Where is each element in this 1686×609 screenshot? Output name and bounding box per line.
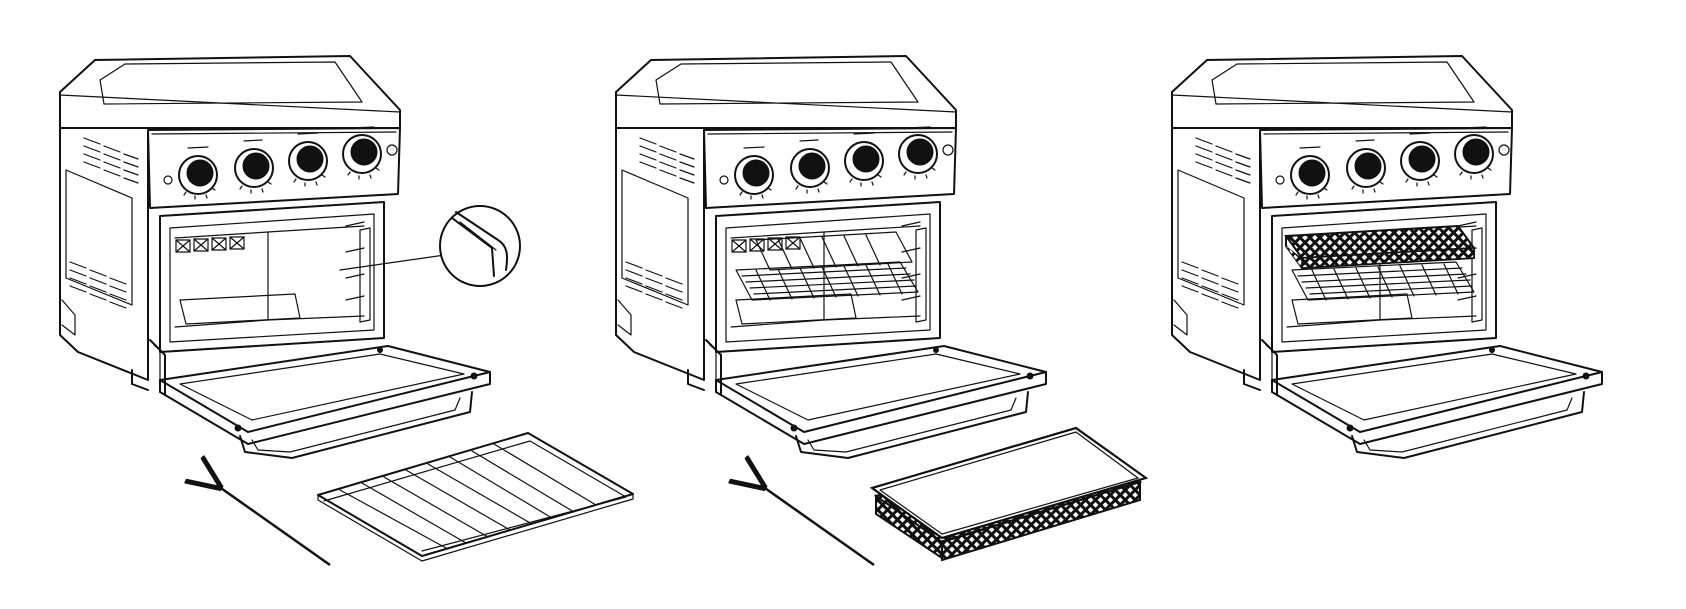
wire-rack xyxy=(317,432,634,562)
arrow-insert-icon xyxy=(762,486,875,567)
arrow-insert-icon xyxy=(218,486,331,567)
panel-oven-basket-step xyxy=(615,55,1149,567)
heating-element xyxy=(731,236,801,253)
oven-illustration xyxy=(59,55,491,459)
heating-element xyxy=(175,236,245,253)
inserted-wire-rack xyxy=(735,261,919,301)
panel-oven-rack-step xyxy=(59,55,634,567)
inserted-air-fry-basket xyxy=(1285,225,1475,269)
detail-callout-icon xyxy=(339,205,521,287)
air-fry-basket xyxy=(869,426,1149,562)
panel-oven-complete xyxy=(1171,55,1603,459)
